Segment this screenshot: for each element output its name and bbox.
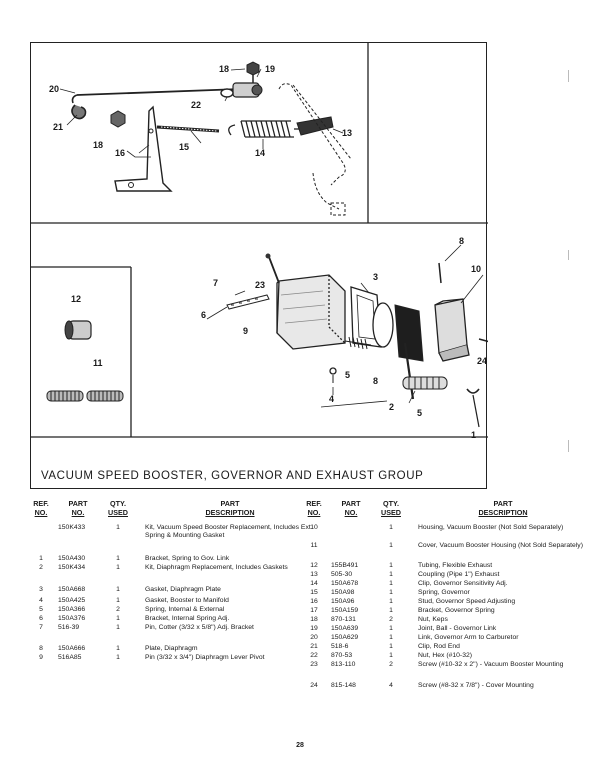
- header-qty: QTY.USED: [108, 499, 128, 517]
- governor-arm-outline: [278, 83, 352, 216]
- callout-22: 22: [191, 100, 202, 110]
- callout-21: 21: [53, 122, 64, 132]
- flexible-exhaust-tubing: [46, 390, 124, 402]
- callout-12: 11: [93, 358, 103, 368]
- callout-17: 16: [115, 148, 126, 158]
- scan-mark: [568, 250, 569, 260]
- rod-end-clip: [71, 104, 87, 120]
- vacuum-booster-housing: [276, 274, 346, 350]
- header-qty: QTY.USED: [381, 499, 401, 517]
- spring-to-link-bracket: [466, 388, 480, 394]
- callout-23: 23: [255, 280, 266, 290]
- governor-spring-bracket: [114, 105, 173, 192]
- header-ref: REF.NO.: [306, 499, 322, 517]
- scan-mark: [568, 70, 569, 82]
- callout-1: 1: [471, 430, 477, 440]
- callout-3: 3: [373, 272, 379, 282]
- leader-lines: [59, 68, 484, 408]
- callout-6: 6: [201, 310, 207, 320]
- header-ref: REF.NO.: [33, 499, 49, 517]
- callout-19: 19: [265, 64, 276, 74]
- keps-nut-left: [110, 110, 126, 128]
- callout-5-left: 5: [345, 370, 351, 380]
- callout-20: 20: [49, 84, 60, 94]
- governor-spring-coil: [228, 120, 304, 138]
- page-number: 28: [296, 742, 304, 749]
- cover-mounting-screw: [478, 338, 488, 343]
- internal-spring: [344, 336, 372, 350]
- callout-24: 24: [477, 356, 488, 366]
- callout-13: 12: [71, 294, 82, 304]
- figure-title: VACUUM SPEED BOOSTER, GOVERNOR AND EXHAU…: [41, 470, 424, 482]
- callout-14: 13: [342, 128, 353, 138]
- callout-7: 7: [213, 278, 219, 288]
- keps-nut-top: [246, 61, 260, 76]
- callout-16: 15: [179, 142, 190, 152]
- diaphragm: [394, 304, 424, 362]
- diaphragm-plate: [372, 302, 394, 348]
- callout-15: 14: [255, 148, 266, 158]
- exhaust-coupling: [64, 320, 92, 340]
- exploded-view-figure: 18 19 20 22 21 13 18 15 16 14 8 10 7 23 …: [30, 42, 488, 489]
- governor-link-rod: [76, 88, 242, 96]
- manifold-gasket: [329, 367, 337, 375]
- external-spring: [402, 376, 448, 390]
- callout-9: 8: [459, 236, 465, 246]
- sensitivity-clip: [296, 116, 334, 136]
- hex-nut: [220, 88, 234, 98]
- callout-4: 4: [329, 394, 335, 404]
- scan-mark: [568, 440, 569, 452]
- callout-8: 8: [373, 376, 379, 386]
- diaphragm-lever-pivot-pin: [438, 262, 442, 284]
- callout-11: 10: [471, 264, 482, 274]
- spring-adj-bracket: [226, 294, 270, 310]
- vacuum-booster-cover: [434, 298, 470, 362]
- callout-2: 2: [389, 402, 395, 412]
- callout-10: 9: [243, 326, 249, 336]
- callout-18-left: 18: [93, 140, 104, 150]
- callout-18-top: 18: [219, 64, 230, 74]
- booster-mounting-screw: [268, 256, 280, 284]
- callout-5-right: 5: [417, 408, 423, 418]
- exploded-diagram-drawing: [31, 43, 488, 438]
